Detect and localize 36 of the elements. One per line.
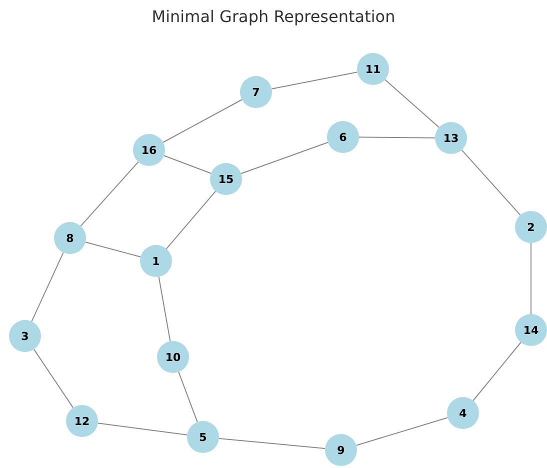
edge-line [163, 155, 212, 174]
graph-node: 2 [515, 211, 547, 243]
edge-line [31, 252, 64, 322]
graph-node: 15 [210, 163, 242, 195]
edge-line [472, 342, 522, 402]
graph-node: 8 [54, 222, 86, 254]
edge-line [80, 161, 139, 227]
edge-line [461, 149, 521, 216]
edge-line [240, 142, 328, 174]
edge-line [158, 276, 171, 342]
edge-line [178, 371, 198, 423]
chart-title: Minimal Graph Representation [152, 7, 396, 26]
edge-line [358, 136, 436, 138]
graph-node: 9 [325, 434, 357, 466]
graph-node: 10 [157, 341, 189, 373]
graph-node: 14 [515, 314, 547, 346]
graph-node: 11 [357, 53, 389, 85]
edge-line [384, 79, 440, 128]
edge-line [166, 190, 216, 250]
graph-node: 4 [447, 397, 479, 429]
graph-node: 3 [9, 320, 41, 352]
graph-node: 16 [133, 134, 165, 166]
graph-node: 12 [66, 405, 98, 437]
edge-line [218, 438, 326, 449]
edge-line [162, 99, 242, 143]
graph-node: 5 [187, 421, 219, 453]
edge-line [530, 242, 532, 314]
edge-line [84, 242, 142, 258]
graph-node: 13 [435, 122, 467, 154]
edge-line [33, 348, 74, 408]
graph-node: 1 [140, 245, 172, 277]
edge-line [356, 417, 448, 446]
edge-line [271, 72, 358, 90]
graph-node: 6 [327, 121, 359, 153]
edge-line [97, 422, 188, 436]
graph-node: 7 [240, 76, 272, 108]
